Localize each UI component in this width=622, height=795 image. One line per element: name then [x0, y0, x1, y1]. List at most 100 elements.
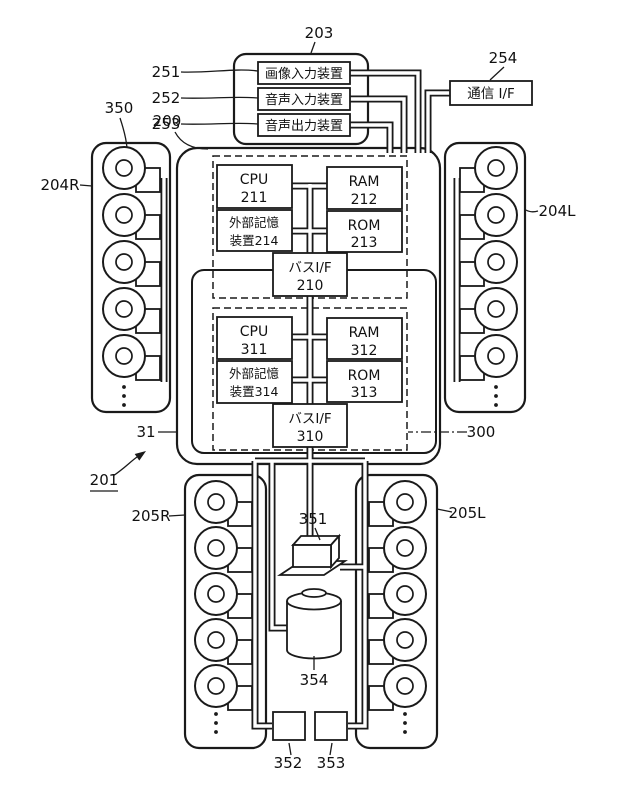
leader-203	[310, 41, 316, 54]
bus-if-310-name: バスI/F	[288, 411, 331, 427]
storage-314-num: 装置314	[230, 384, 279, 399]
board1: CPU 211 RAM 212 外部記憶 装置214 ROM 213 バスI/F…	[216, 164, 403, 297]
ram-212-num: 212	[351, 192, 378, 208]
rom-213-num: 213	[351, 235, 378, 251]
leader-204L	[525, 209, 539, 213]
leader-350	[119, 117, 128, 149]
ref-204R: 204R	[40, 176, 79, 194]
rom-213-name: ROM	[348, 218, 381, 234]
ref-353: 353	[317, 754, 346, 772]
cpu-211-box	[216, 164, 293, 209]
rom-313-name: ROM	[348, 368, 381, 384]
ref-352: 352	[274, 754, 303, 772]
motor-unit	[459, 334, 518, 381]
ram-312-box	[326, 317, 403, 360]
image-input-box	[257, 61, 351, 85]
ram-312-num: 312	[351, 343, 378, 359]
ref-251: 251	[152, 63, 181, 81]
arm-right-outline	[90, 141, 172, 414]
motor-unit	[368, 480, 427, 527]
motor-unit	[102, 240, 161, 287]
audio-input-label: 音声入力装置	[265, 92, 343, 108]
rom-313-box	[326, 360, 403, 403]
cpu-311-box	[216, 316, 293, 360]
ref-200: 200	[153, 112, 182, 130]
bus-if-310-num: 310	[297, 429, 324, 445]
rom-213-box	[326, 210, 403, 253]
comm-if-box	[449, 80, 533, 106]
box-352	[272, 711, 306, 741]
ram-212-name: RAM	[349, 174, 380, 190]
arrow-201-head	[134, 451, 146, 461]
audio-input-box	[257, 87, 351, 111]
reference-labels: 203 251 252 253 254 200 350 204R 204L 31…	[40, 24, 576, 772]
motor-unit	[194, 572, 253, 619]
ref-204L: 204L	[539, 202, 577, 220]
motor-unit	[194, 618, 253, 665]
arm-left-motors	[459, 146, 518, 407]
board2: CPU 311 RAM 312 外部記憶 装置314 ROM 313 バスI/F…	[216, 316, 403, 448]
comm-if: 通信 I/F	[449, 80, 533, 106]
motor-unit	[102, 287, 161, 334]
motor-unit	[102, 334, 161, 381]
leg-left-motors	[368, 480, 427, 734]
cpu-311-num: 311	[241, 342, 268, 358]
device-351	[277, 533, 348, 576]
box-353	[314, 711, 348, 741]
leader-254	[489, 66, 505, 81]
storage-214-name: 外部記憶	[229, 215, 280, 230]
leader-351	[314, 527, 321, 541]
ref-253: 253	[152, 115, 181, 133]
arm-right-motors	[102, 146, 161, 407]
comm-if-label: 通信 I/F	[467, 86, 515, 102]
motor-unit	[102, 146, 161, 193]
leg-right-outline	[183, 473, 268, 750]
motor-unit	[368, 618, 427, 665]
ellipsis-dots	[214, 712, 218, 734]
device-351-front	[292, 544, 332, 568]
bus-if-210-name: バスI/F	[288, 260, 331, 276]
leg-right-motors	[194, 480, 253, 734]
leader-205L	[436, 508, 453, 513]
ram-312-name: RAM	[349, 325, 380, 341]
motor-unit	[459, 240, 518, 287]
ref-252: 252	[152, 89, 181, 107]
leader-204R	[79, 184, 93, 187]
leader-352	[288, 742, 292, 756]
ellipsis-dots	[494, 385, 498, 407]
bus-if-210-box	[272, 252, 348, 297]
storage-214-box	[216, 209, 293, 252]
motor-unit	[194, 480, 253, 527]
ref-31: 31	[136, 423, 155, 441]
motor-unit	[368, 664, 427, 711]
ref-354: 354	[300, 671, 329, 689]
ref-205L: 205L	[449, 504, 487, 522]
bus-if-210-num: 210	[297, 278, 324, 294]
image-input-label: 画像入力装置	[265, 67, 343, 82]
arrow-201-shaft	[112, 456, 138, 477]
ellipsis-dots	[122, 385, 126, 407]
bus-if-310-box	[272, 403, 348, 448]
cylinder-354	[286, 588, 342, 660]
motor-unit	[194, 664, 253, 711]
leader-252	[180, 96, 259, 99]
storage-214-num: 装置214	[230, 233, 279, 248]
ref-203: 203	[305, 24, 334, 42]
cpu-211-num: 211	[241, 190, 268, 206]
cylinder-cap	[301, 588, 327, 598]
motor-unit	[459, 193, 518, 240]
motor-unit	[102, 193, 161, 240]
motor-unit	[368, 526, 427, 573]
motor-unit	[194, 526, 253, 573]
cpu-211-name: CPU	[240, 172, 268, 188]
motor-unit	[368, 572, 427, 619]
ram-212-box	[326, 166, 403, 210]
ref-300: 300	[467, 423, 496, 441]
storage-314-name: 外部記憶	[229, 366, 280, 381]
leader-253	[180, 122, 259, 125]
leader-251	[180, 69, 259, 73]
ref-205R: 205R	[131, 507, 170, 525]
io-unit-boxes: 画像入力装置 音声入力装置 音声出力装置	[257, 61, 351, 137]
leg-left-outline	[354, 473, 439, 750]
